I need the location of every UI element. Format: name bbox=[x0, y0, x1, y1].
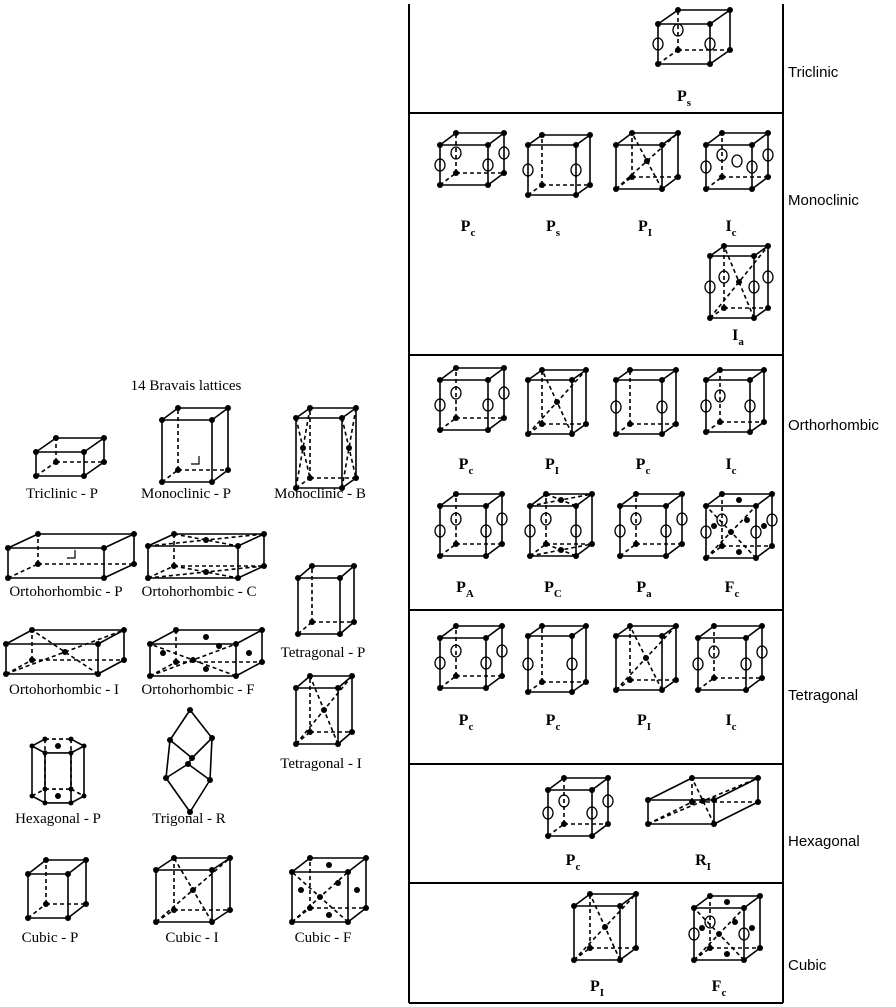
lattice-label-ortho-p: Ortohorhombic - P bbox=[9, 584, 122, 600]
symmetry-symbol: Ia bbox=[732, 327, 744, 348]
lattice-ortho-p bbox=[5, 531, 137, 581]
lattice-tetragonal-p bbox=[295, 563, 357, 637]
lattice-label-hexagonal-p: Hexagonal - P bbox=[15, 811, 101, 827]
sym-ortho-pi bbox=[525, 367, 589, 437]
symmetry-symbol: PI bbox=[545, 456, 559, 477]
symmetry-symbol: PC bbox=[544, 579, 562, 600]
sym-ortho-ic bbox=[701, 367, 767, 435]
lattice-label-ortho-i: Ortohorhombic - I bbox=[9, 682, 119, 698]
symmetry-symbol: Ic bbox=[725, 712, 736, 733]
sym-ortho-fc bbox=[701, 491, 777, 561]
symmetry-symbol: Pc bbox=[636, 456, 651, 477]
symmetry-symbol: PI bbox=[638, 218, 652, 239]
lattice-ortho-i bbox=[3, 627, 127, 677]
lattice-trigonal-r bbox=[163, 707, 215, 815]
sym-triclinic-ps bbox=[653, 7, 733, 67]
sym-hex-pc bbox=[543, 775, 613, 839]
system-name-hexagonal: Hexagonal bbox=[788, 833, 860, 850]
symmetry-symbol: RI bbox=[695, 852, 711, 873]
sym-mono-ps bbox=[523, 132, 593, 198]
sym-tet-pc bbox=[435, 623, 507, 691]
bravais-lattice-grid bbox=[3, 405, 369, 925]
symmetry-symbol: Pc bbox=[546, 712, 561, 733]
symmetry-symbol: Pa bbox=[636, 579, 652, 600]
lattice-label-tetragonal-i: Tetragonal - I bbox=[280, 756, 361, 772]
symmetry-symbol: PI bbox=[637, 712, 651, 733]
lattice-label-monoclinic-p: Monoclinic - P bbox=[141, 486, 231, 502]
symmetry-symbol: PA bbox=[456, 579, 474, 600]
sym-tet-ic bbox=[693, 623, 767, 693]
lattice-tetragonal-i bbox=[293, 673, 355, 747]
lattice-label-cubic-f: Cubic - F bbox=[295, 930, 352, 946]
lattice-label-trigonal-r: Trigonal - R bbox=[152, 811, 226, 827]
sym-mono-pi bbox=[613, 130, 681, 192]
symmetry-symbol: Pc bbox=[459, 712, 474, 733]
lattice-label-cubic-i: Cubic - I bbox=[165, 930, 218, 946]
lattice-label-ortho-f: Ortohorhombic - F bbox=[141, 682, 254, 698]
sym-ortho-pc2 bbox=[611, 367, 679, 437]
sym-mono-ic bbox=[701, 130, 773, 192]
system-name-monoclinic: Monoclinic bbox=[788, 192, 859, 209]
lattice-cubic-p bbox=[25, 857, 89, 921]
symmetry-symbol: Ps bbox=[546, 218, 561, 239]
symmetry-cells bbox=[435, 7, 777, 963]
lattice-label-triclinic-p: Triclinic - P bbox=[26, 486, 98, 502]
lattice-label-ortho-c: Ortohorhombic - C bbox=[142, 584, 257, 600]
system-name-tetragonal: Tetragonal bbox=[788, 687, 858, 704]
sym-ortho-pa-upper bbox=[435, 491, 507, 559]
system-name-triclinic: Triclinic bbox=[788, 64, 839, 81]
sym-tet-pc2 bbox=[523, 623, 589, 695]
sym-ortho-pc bbox=[435, 365, 509, 433]
sym-tet-pi bbox=[613, 623, 679, 693]
lattice-monoclinic-b bbox=[293, 405, 359, 491]
sym-ortho-pcc bbox=[525, 491, 595, 559]
lattice-ortho-f bbox=[147, 627, 265, 679]
sym-mono-ia bbox=[705, 243, 773, 321]
sym-ortho-pa bbox=[615, 491, 687, 559]
symmetry-symbol: Ic bbox=[725, 456, 736, 477]
symmetry-symbol: Fc bbox=[725, 579, 740, 600]
system-name-orthorhombic: Orthorhombic bbox=[788, 417, 879, 434]
symmetry-symbol: Pc bbox=[566, 852, 581, 873]
sym-hex-ri bbox=[645, 775, 761, 827]
lattice-label-monoclinic-b: Monoclinic - B bbox=[274, 486, 366, 502]
symmetry-symbol: Fc bbox=[712, 978, 727, 999]
symmetry-symbol: Ps bbox=[677, 88, 692, 109]
figure-title: 14 Bravais lattices bbox=[131, 378, 242, 394]
lattice-label-cubic-p: Cubic - P bbox=[22, 930, 79, 946]
system-name-cubic: Cubic bbox=[788, 957, 827, 974]
lattice-ortho-c bbox=[145, 531, 267, 581]
symmetry-symbol: PI bbox=[590, 978, 604, 999]
lattice-triclinic-p bbox=[33, 435, 107, 479]
lattice-cubic-i bbox=[153, 855, 233, 925]
lattice-monoclinic-p bbox=[159, 405, 231, 485]
lattice-hexagonal-p bbox=[30, 737, 87, 806]
lattice-label-tetragonal-p: Tetragonal - P bbox=[281, 645, 366, 661]
symmetry-symbol: Pc bbox=[461, 218, 476, 239]
sym-cubic-fc bbox=[689, 893, 763, 963]
lattice-cubic-f bbox=[289, 855, 369, 925]
sym-cubic-pi bbox=[571, 891, 639, 963]
sym-mono-pc bbox=[435, 130, 509, 188]
symmetry-symbol: Pc bbox=[459, 456, 474, 477]
symmetry-symbol: Ic bbox=[725, 218, 736, 239]
